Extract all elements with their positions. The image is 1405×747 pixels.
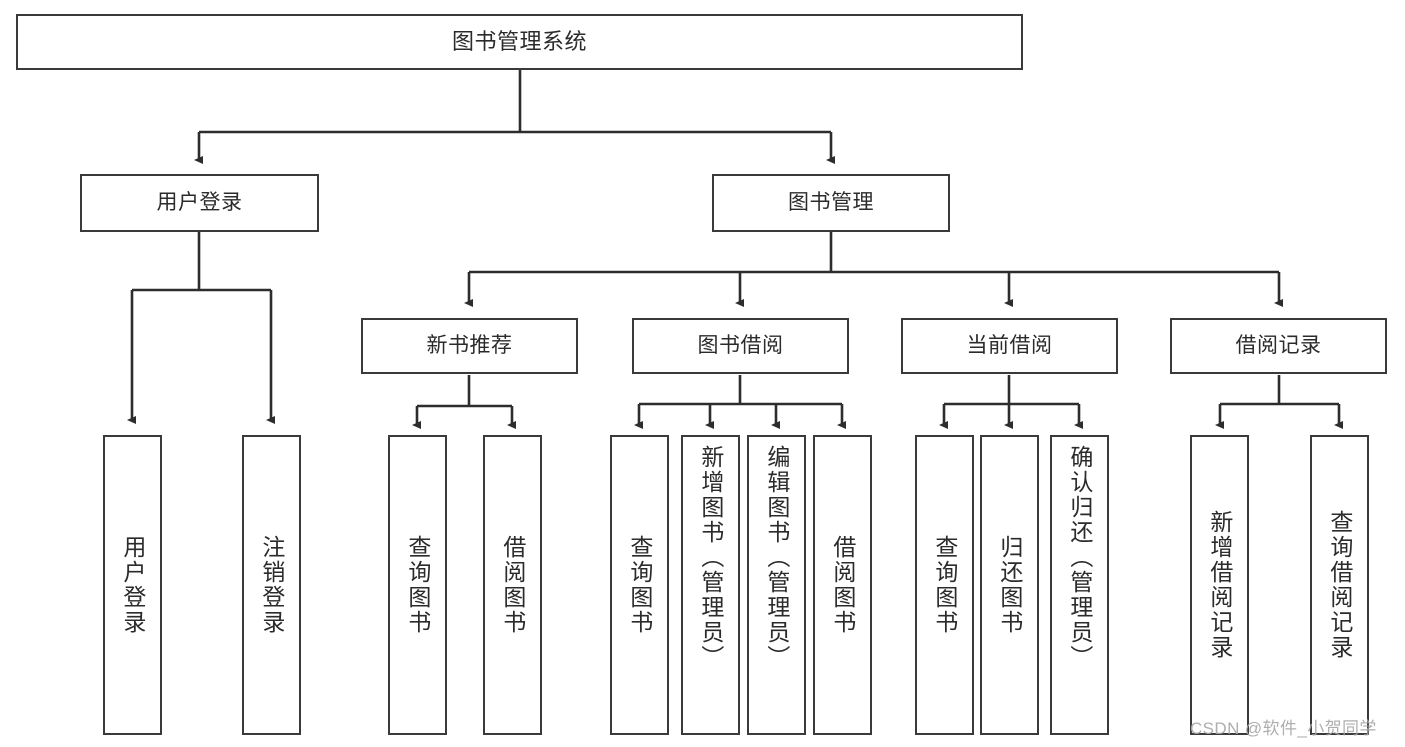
node-new-book-recommend[interactable]: 新书推荐 [361, 318, 578, 374]
node-label: 用户登录 [156, 190, 243, 214]
node-root-system[interactable]: 图书管理系统 [16, 14, 1023, 70]
leaf-current-query-book[interactable]: 查询图书 [915, 435, 974, 735]
node-label: 注销登录 [258, 535, 285, 635]
node-label: 当前借阅 [966, 333, 1053, 357]
node-label: 查询图书 [931, 535, 958, 635]
leaf-user-login-do[interactable]: 用户登录 [103, 435, 162, 735]
node-label: 查询借阅记录 [1326, 510, 1353, 660]
node-user-login[interactable]: 用户登录 [80, 174, 319, 232]
leaf-borrow-borrow-book[interactable]: 借阅图书 [813, 435, 872, 735]
node-book-management[interactable]: 图书管理 [712, 174, 950, 232]
node-current-borrow[interactable]: 当前借阅 [901, 318, 1118, 374]
node-label: 借阅图书 [829, 535, 856, 635]
leaf-record-add-borrow-record[interactable]: 新增借阅记录 [1190, 435, 1249, 735]
node-label: 用户登录 [119, 535, 146, 635]
node-borrow-record[interactable]: 借阅记录 [1170, 318, 1387, 374]
leaf-current-return-book[interactable]: 归还图书 [980, 435, 1039, 735]
leaf-current-confirm-return-admin[interactable]: 确认归还（管理员） [1050, 435, 1109, 735]
node-label: 新增图书（管理员） [697, 445, 724, 670]
leaf-borrow-add-book-admin[interactable]: 新增图书（管理员） [681, 435, 740, 735]
node-label: 新增借阅记录 [1206, 510, 1233, 660]
leaf-user-logout[interactable]: 注销登录 [242, 435, 301, 735]
node-label: 归还图书 [996, 535, 1023, 635]
node-label: 借阅图书 [499, 535, 526, 635]
node-label: 借阅记录 [1235, 333, 1322, 357]
node-label: 图书管理系统 [451, 29, 587, 55]
leaf-recommend-borrow-book[interactable]: 借阅图书 [483, 435, 542, 735]
leaf-borrow-query-book[interactable]: 查询图书 [610, 435, 669, 735]
leaf-recommend-query-book[interactable]: 查询图书 [388, 435, 447, 735]
leaf-record-query-borrow-record[interactable]: 查询借阅记录 [1310, 435, 1369, 735]
csdn-watermark: CSDN @软件_小贺同学 [1190, 719, 1377, 738]
node-label: 图书借阅 [697, 333, 784, 357]
node-book-borrow[interactable]: 图书借阅 [632, 318, 849, 374]
leaf-borrow-edit-book-admin[interactable]: 编辑图书（管理员） [747, 435, 806, 735]
node-label: 查询图书 [404, 535, 431, 635]
node-label: 编辑图书（管理员） [763, 445, 790, 670]
node-label: 新书推荐 [426, 333, 513, 357]
node-label: 图书管理 [788, 190, 874, 214]
node-label: 确认归还（管理员） [1066, 445, 1093, 670]
node-label: 查询图书 [626, 535, 653, 635]
